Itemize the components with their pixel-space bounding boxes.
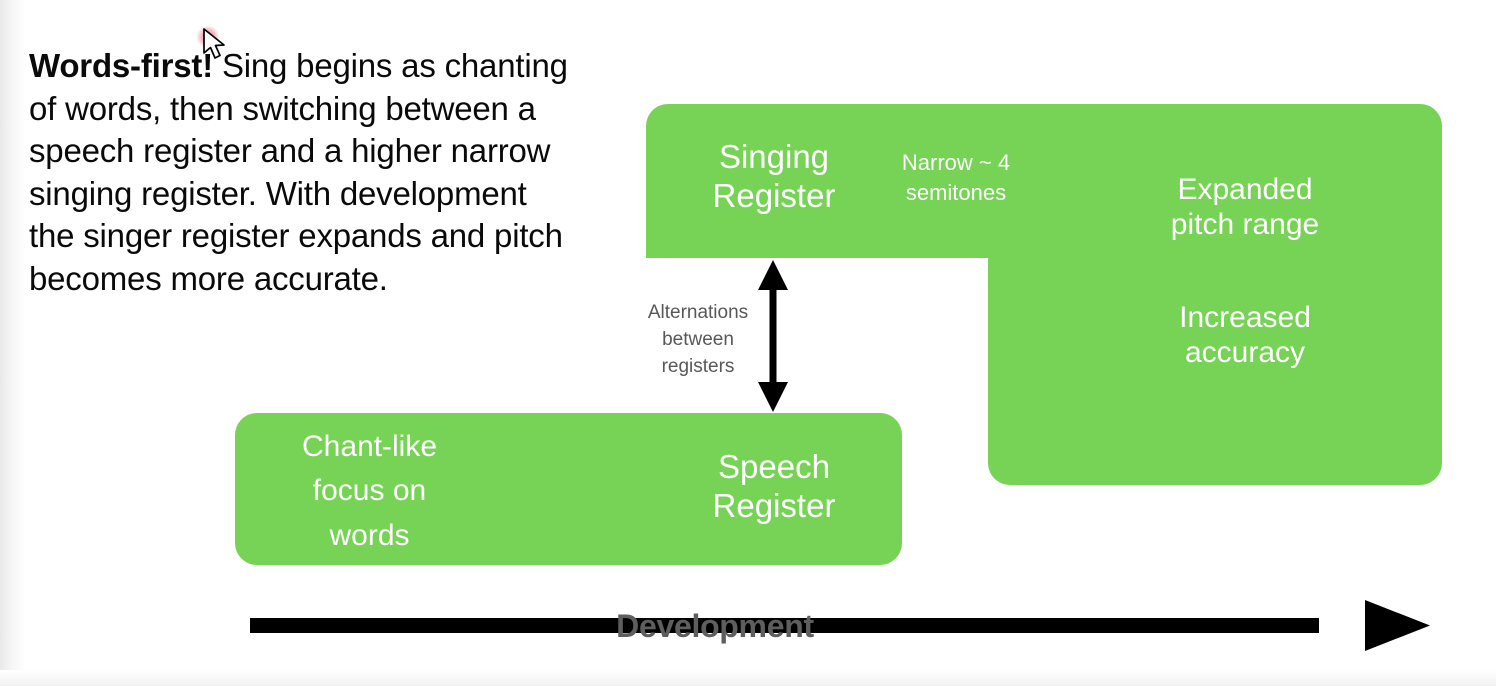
double-headed-vertical-arrow-icon bbox=[758, 260, 788, 412]
development-axis-arrow-icon bbox=[250, 600, 1430, 651]
increased-accuracy-line-1: Increased bbox=[1179, 301, 1311, 334]
box-joint-filler bbox=[988, 104, 1028, 274]
narrow-semitones-line-2: semitones bbox=[905, 179, 1007, 205]
alternation-caption: Alternations between registers bbox=[628, 300, 768, 381]
singing-register-label: Singing Register bbox=[656, 138, 892, 216]
chant-like-line-3: words bbox=[329, 518, 410, 552]
alternation-caption-line-1: Alternations bbox=[647, 302, 749, 323]
outcomes-box bbox=[988, 104, 1442, 485]
description-body: Sing begins as chanting of words, then s… bbox=[29, 47, 568, 297]
speech-register-label: Speech Register bbox=[656, 448, 892, 526]
expanded-pitch-line-1: Expanded bbox=[1177, 173, 1313, 206]
expanded-pitch-range-label: Expanded pitch range bbox=[1120, 172, 1370, 243]
singing-register-line-2: Register bbox=[712, 176, 836, 214]
singing-register-box bbox=[646, 104, 1026, 258]
chant-like-line-1: Chant-like bbox=[301, 430, 438, 463]
speech-register-box bbox=[235, 413, 902, 565]
alternation-caption-line-3: registers bbox=[661, 355, 735, 377]
increased-accuracy-label: Increased accuracy bbox=[1120, 300, 1370, 371]
description-paragraph: Words-first! Sing begins as chanting of … bbox=[29, 45, 569, 300]
alternation-caption-line-2: between bbox=[662, 328, 734, 350]
singing-register-line-1: Singing bbox=[718, 138, 830, 175]
narrow-semitones-line-1: Narrow ~ 4 bbox=[901, 150, 1011, 175]
narrow-semitones-note: Narrow ~ 4 semitones bbox=[876, 148, 1036, 207]
left-edge-shading bbox=[0, 0, 26, 686]
chant-like-line-2: focus on bbox=[312, 474, 427, 508]
description-lead: Words-first! bbox=[29, 47, 213, 84]
speech-register-line-1: Speech bbox=[718, 448, 830, 485]
speech-register-line-2: Register bbox=[712, 486, 836, 524]
bottom-edge-shading bbox=[0, 670, 1496, 686]
expanded-pitch-line-2: pitch range bbox=[1170, 208, 1320, 242]
increased-accuracy-line-2: accuracy bbox=[1184, 336, 1306, 370]
development-axis-label: Development bbox=[616, 608, 814, 644]
chant-like-focus-label: Chant-like focus on words bbox=[262, 425, 477, 558]
